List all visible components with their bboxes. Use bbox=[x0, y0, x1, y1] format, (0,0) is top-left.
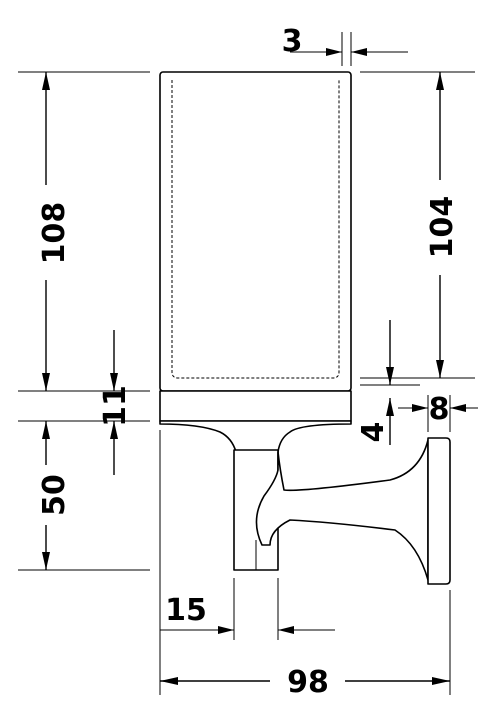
dim-arm-offset-label: 4 bbox=[356, 422, 391, 443]
dim-total-depth: 98 bbox=[159, 430, 451, 700]
dim-rim-height-label: 11 bbox=[98, 385, 133, 427]
dim-rim-height: 11 bbox=[18, 330, 150, 475]
dim-total-depth-label: 98 bbox=[287, 665, 329, 700]
dim-flange-thickness-label: 8 bbox=[429, 392, 450, 427]
holder-ring bbox=[159, 420, 352, 453]
dim-total-height: 108 bbox=[18, 71, 150, 392]
dim-arm-offset: 4 bbox=[356, 320, 420, 445]
dim-bracket-height: 50 bbox=[18, 421, 150, 571]
dim-arm-width: 15 bbox=[160, 578, 335, 640]
dim-flange-thickness: 8 bbox=[398, 392, 478, 432]
dim-wall-thickness-label: 3 bbox=[282, 24, 303, 59]
dim-arm-width-label: 15 bbox=[165, 593, 207, 628]
holder-bracket bbox=[159, 420, 451, 585]
dim-inner-height: 104 bbox=[360, 71, 475, 379]
glass-rim-band bbox=[159, 390, 352, 422]
tumbler-glass bbox=[159, 71, 352, 422]
dim-wall-thickness: 3 bbox=[282, 24, 408, 66]
dim-bracket-height-label: 50 bbox=[37, 474, 72, 516]
glass-body bbox=[159, 71, 352, 392]
dim-total-height-label: 108 bbox=[37, 202, 72, 265]
wall-flange bbox=[427, 437, 451, 585]
holder-connector bbox=[255, 439, 429, 581]
dim-inner-height-label: 104 bbox=[425, 196, 460, 259]
